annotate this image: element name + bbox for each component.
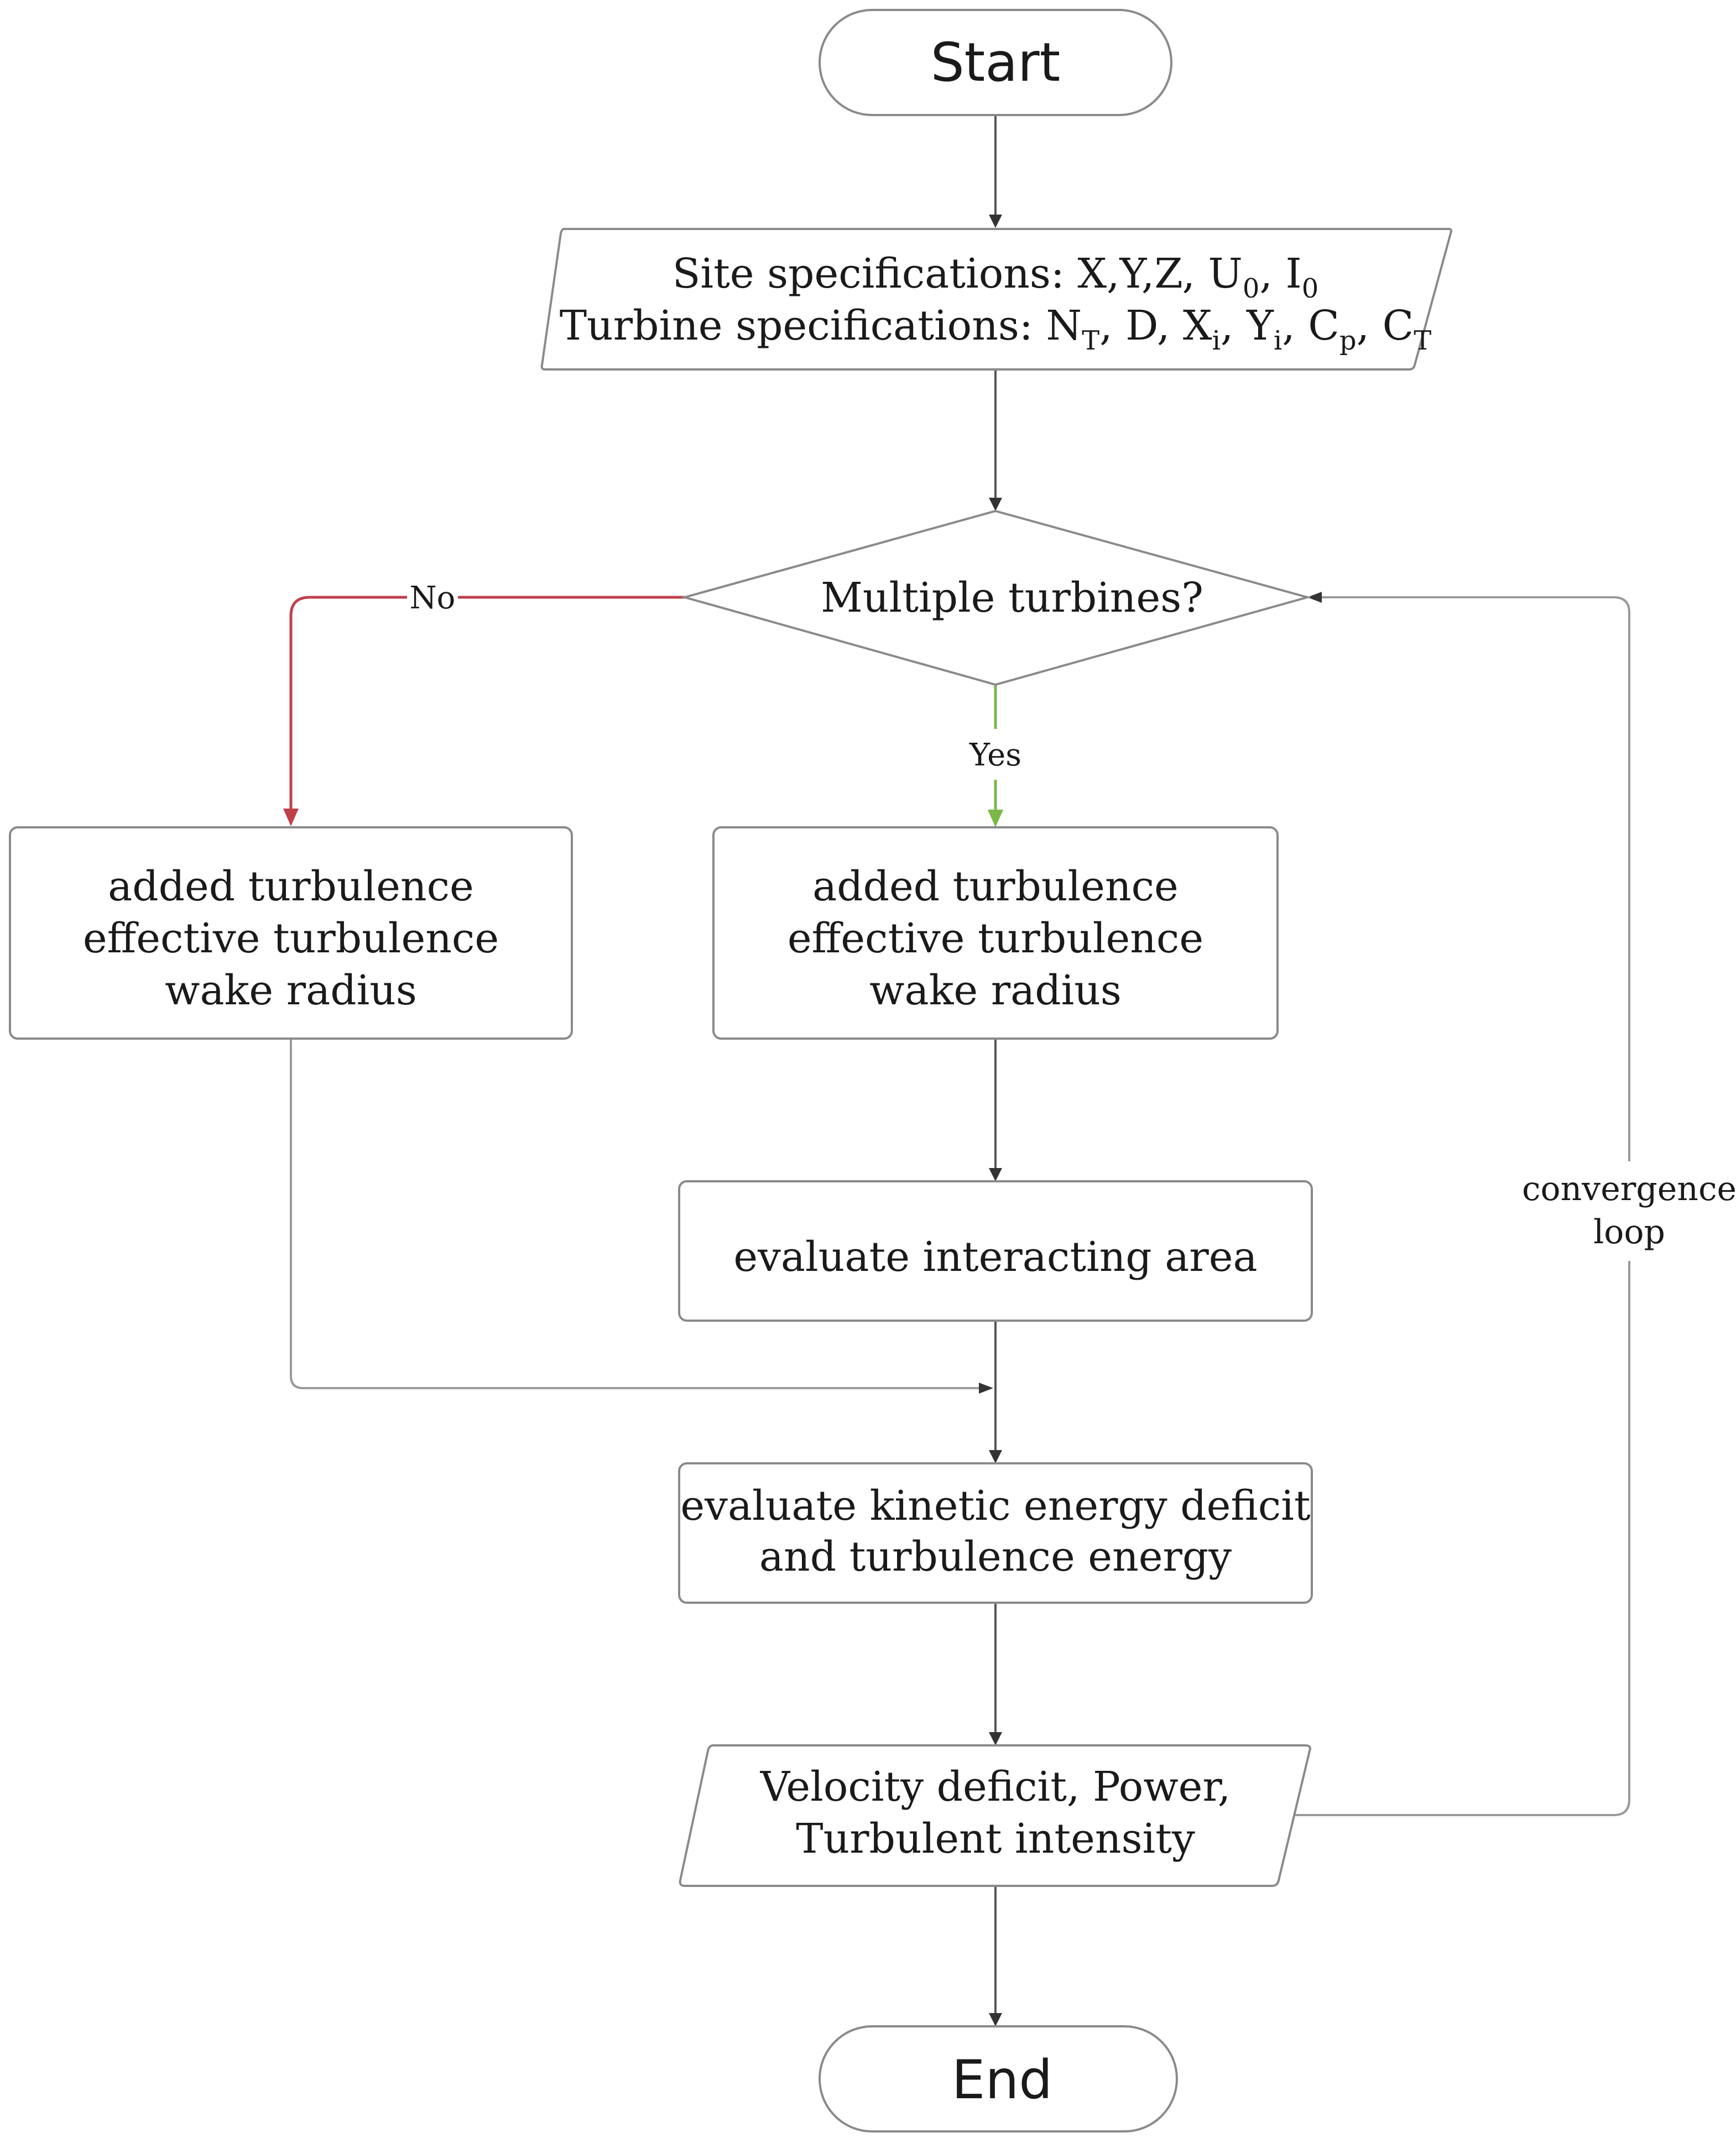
start-node: Start — [819, 9, 1172, 116]
kinetic-energy-line2: and turbulence energy — [759, 1533, 1232, 1581]
start-label: Start — [931, 32, 1061, 93]
label-no: No — [410, 580, 456, 616]
decision-node: Multiple turbines? — [680, 509, 1312, 686]
arrowhead — [989, 215, 1002, 228]
label-loop: loop — [1593, 1213, 1665, 1252]
arrowhead — [989, 1450, 1002, 1463]
arrowhead-yes — [988, 810, 1003, 827]
interacting-area-box: evaluate interacting area — [678, 1180, 1313, 1322]
arrowhead — [989, 1168, 1002, 1181]
center-added-turbulence: added turbulence — [812, 863, 1179, 910]
end-node: End — [819, 2025, 1178, 2133]
arrowhead — [979, 1383, 993, 1394]
decision-label: Multiple turbines? — [821, 574, 1203, 622]
left-process-box: added turbulence effective turbulence wa… — [9, 826, 573, 1040]
arrowhead — [989, 1732, 1002, 1745]
interacting-area-label: evaluate interacting area — [733, 1233, 1257, 1281]
outputs-line1: Velocity deficit, Power, — [760, 1763, 1231, 1811]
left-effective-turbulence: effective turbulence — [83, 915, 499, 962]
center-effective-turbulence: effective turbulence — [788, 915, 1203, 962]
left-added-turbulence: added turbulence — [108, 863, 474, 910]
arrowhead — [989, 498, 1002, 511]
kinetic-energy-line1: evaluate kinetic energy deficit — [680, 1482, 1310, 1530]
end-label: End — [952, 2049, 1052, 2111]
label-yes: Yes — [969, 737, 1021, 773]
center-process-box: added turbulence effective turbulence wa… — [712, 826, 1279, 1040]
label-convergence: convergence — [1522, 1170, 1736, 1208]
left-wake-radius: wake radius — [165, 967, 417, 1014]
arrowhead-no — [283, 809, 299, 826]
outputs-line2: Turbulent intensity — [796, 1815, 1195, 1863]
arrowhead — [1307, 592, 1322, 603]
kinetic-energy-box: evaluate kinetic energy deficit and turb… — [678, 1462, 1313, 1604]
edge-left-to-merge — [290, 1039, 979, 1389]
center-wake-radius: wake radius — [869, 967, 1122, 1014]
inputs-node: Site specifications: X,Y,Z, U0, I0 Turbi… — [540, 228, 1452, 371]
outputs-node: Velocity deficit, Power, Turbulent inten… — [679, 1744, 1311, 1887]
edge-no-branch — [289, 596, 685, 809]
arrowhead — [989, 2013, 1002, 2026]
site-specifications: Site specifications: X,Y,Z, U0, I0 — [672, 250, 1319, 304]
turbine-specifications: Turbine specifications: NT, D, Xi, Yi, C… — [560, 302, 1432, 356]
